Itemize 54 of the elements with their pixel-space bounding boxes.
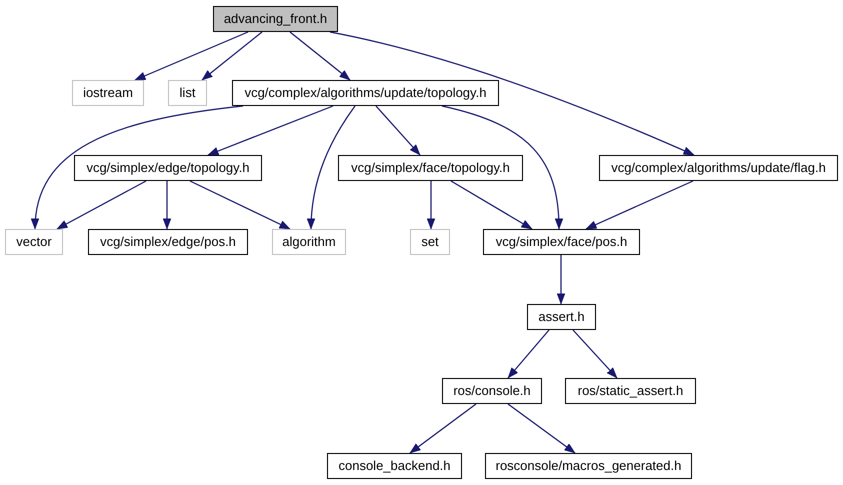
header-file-box bbox=[599, 155, 838, 181]
file-name: advancing_front.h bbox=[224, 12, 328, 26]
include-arrow bbox=[376, 106, 420, 156]
header-file-box bbox=[485, 453, 692, 479]
header-file-box bbox=[483, 229, 640, 255]
include-arrow bbox=[426, 181, 436, 230]
include-arrow bbox=[330, 31, 694, 156]
file-name: algorithm bbox=[282, 234, 336, 250]
include-arrow bbox=[410, 404, 476, 454]
header-file-box bbox=[213, 6, 338, 32]
file-name: list bbox=[180, 86, 196, 100]
header-file-box bbox=[232, 80, 499, 106]
include-arrow bbox=[556, 255, 566, 304]
include-arrow bbox=[202, 32, 262, 80]
include-arrow bbox=[32, 105, 244, 230]
header-file-box bbox=[338, 155, 523, 181]
include-arrow bbox=[508, 404, 576, 454]
file-name: iostream bbox=[83, 86, 133, 100]
include-arrow bbox=[572, 330, 618, 378]
file-name: assert.h bbox=[538, 310, 585, 324]
file-name: vcg/simplex/edge/topology.h bbox=[86, 160, 250, 176]
file-name: vcg/complex/algorithms/update/topology.h bbox=[244, 86, 486, 100]
header-file-box bbox=[272, 229, 346, 255]
header-file-box bbox=[168, 80, 207, 106]
header-file-box bbox=[527, 304, 596, 330]
file-name: ros/console.h bbox=[453, 384, 531, 398]
include-arrow bbox=[208, 105, 334, 156]
include-arrow bbox=[307, 106, 356, 230]
file-name: vcg/simplex/edge/pos.h bbox=[100, 234, 236, 250]
file-name: rosconsole/macros_generated.h bbox=[496, 458, 682, 474]
include-arrow bbox=[56, 180, 146, 230]
header-file-box bbox=[88, 229, 248, 255]
header-file-box bbox=[410, 229, 450, 255]
header-file-box bbox=[442, 378, 542, 404]
include-arrow bbox=[134, 31, 248, 81]
include-arrow bbox=[450, 180, 532, 230]
header-file-box bbox=[327, 453, 462, 479]
file-name: vector bbox=[16, 234, 52, 250]
include-arrow bbox=[442, 105, 563, 230]
include-arrow bbox=[190, 180, 290, 230]
header-file-box bbox=[74, 155, 262, 181]
file-name: console_backend.h bbox=[338, 458, 451, 474]
file-name: vcg/simplex/face/pos.h bbox=[496, 234, 628, 250]
file-name: ros/static_assert.h bbox=[578, 384, 684, 398]
header-file-box bbox=[72, 80, 144, 106]
header-file-box bbox=[5, 229, 63, 255]
include-arrow bbox=[586, 180, 694, 230]
header-file-box bbox=[565, 378, 696, 404]
include-arrow bbox=[508, 330, 550, 378]
file-name: vcg/complex/algorithms/update/flag.h bbox=[611, 160, 826, 176]
file-name: set bbox=[421, 234, 439, 250]
include-arrow bbox=[290, 32, 350, 80]
file-name: vcg/simplex/face/topology.h bbox=[351, 160, 510, 176]
include-arrow bbox=[162, 181, 172, 230]
